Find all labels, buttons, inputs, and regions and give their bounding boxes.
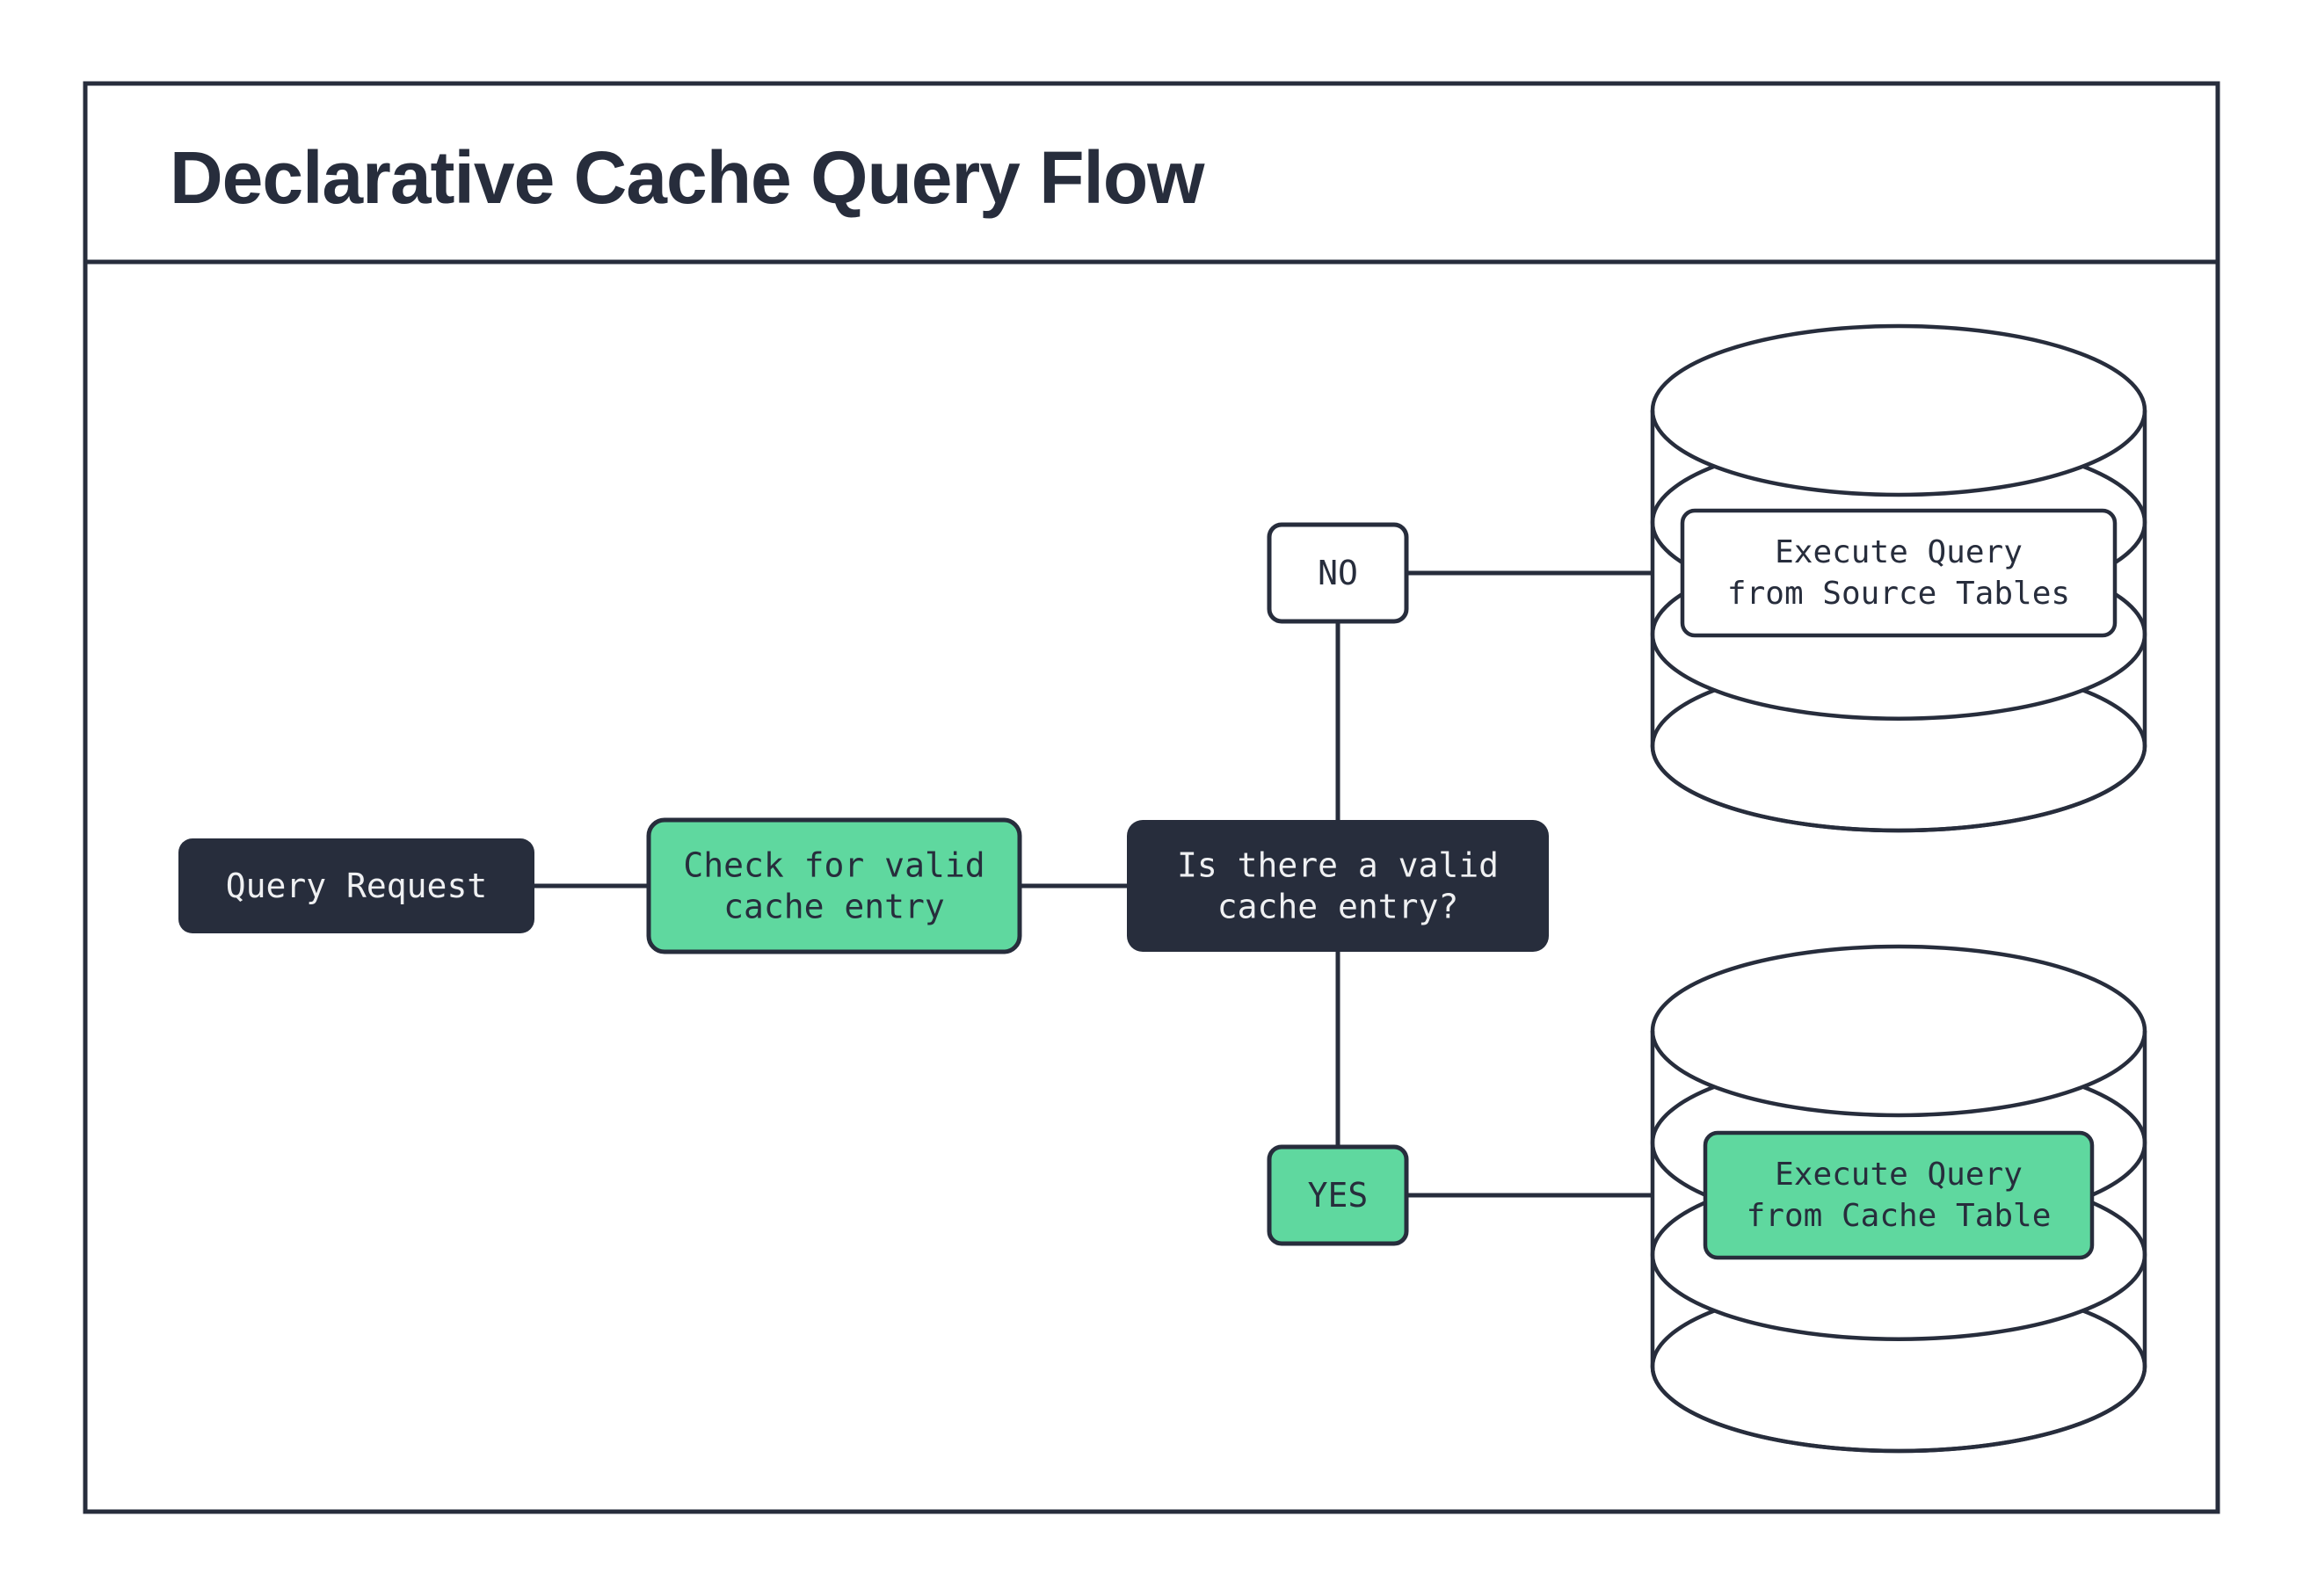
check-cache-node: Check for valid cache entry	[646, 817, 1022, 954]
source-db-label-line1: Execute Query	[1775, 534, 2023, 570]
decision-node: Is there a valid cache entry?	[1127, 820, 1549, 952]
no-branch-box	[1267, 522, 1409, 624]
cache-db-label-line1: Execute Query	[1775, 1157, 2023, 1193]
decision-label-line2: cache entry?	[1217, 888, 1459, 926]
yes-branch-box	[1267, 1144, 1409, 1246]
yes-branch-label: YES	[1308, 1176, 1369, 1215]
outer-frame	[83, 81, 2220, 1514]
decision-label-line1: Is there a valid	[1177, 846, 1499, 885]
connectors	[534, 570, 1653, 1198]
query-request-node: Query Request	[178, 838, 534, 933]
no-branch-label: NO	[1318, 554, 1358, 592]
source-db-label-line2: from Source Tables	[1727, 576, 2070, 612]
query-request-box	[178, 838, 534, 933]
query-request-label: Query Request	[226, 867, 487, 905]
check-cache-label-line1: Check for valid	[683, 846, 984, 885]
cache-db-label-line2: from Cache Table	[1747, 1198, 2052, 1234]
cache-db-label-box	[1703, 1130, 2095, 1260]
no-branch-node: NO	[1267, 522, 1409, 624]
source-db-label-box	[1680, 508, 2118, 638]
yes-branch-node: YES	[1267, 1144, 1409, 1246]
page-title: Declarative Cache Query Flow	[170, 136, 1205, 219]
cache-db-node: Execute Query from Cache Table	[1653, 947, 2145, 1451]
source-db-node: Execute Query from Source Tables	[1653, 326, 2145, 831]
decision-box	[1127, 820, 1549, 952]
check-cache-box	[646, 817, 1022, 954]
check-cache-label-line2: cache entry	[723, 888, 945, 926]
